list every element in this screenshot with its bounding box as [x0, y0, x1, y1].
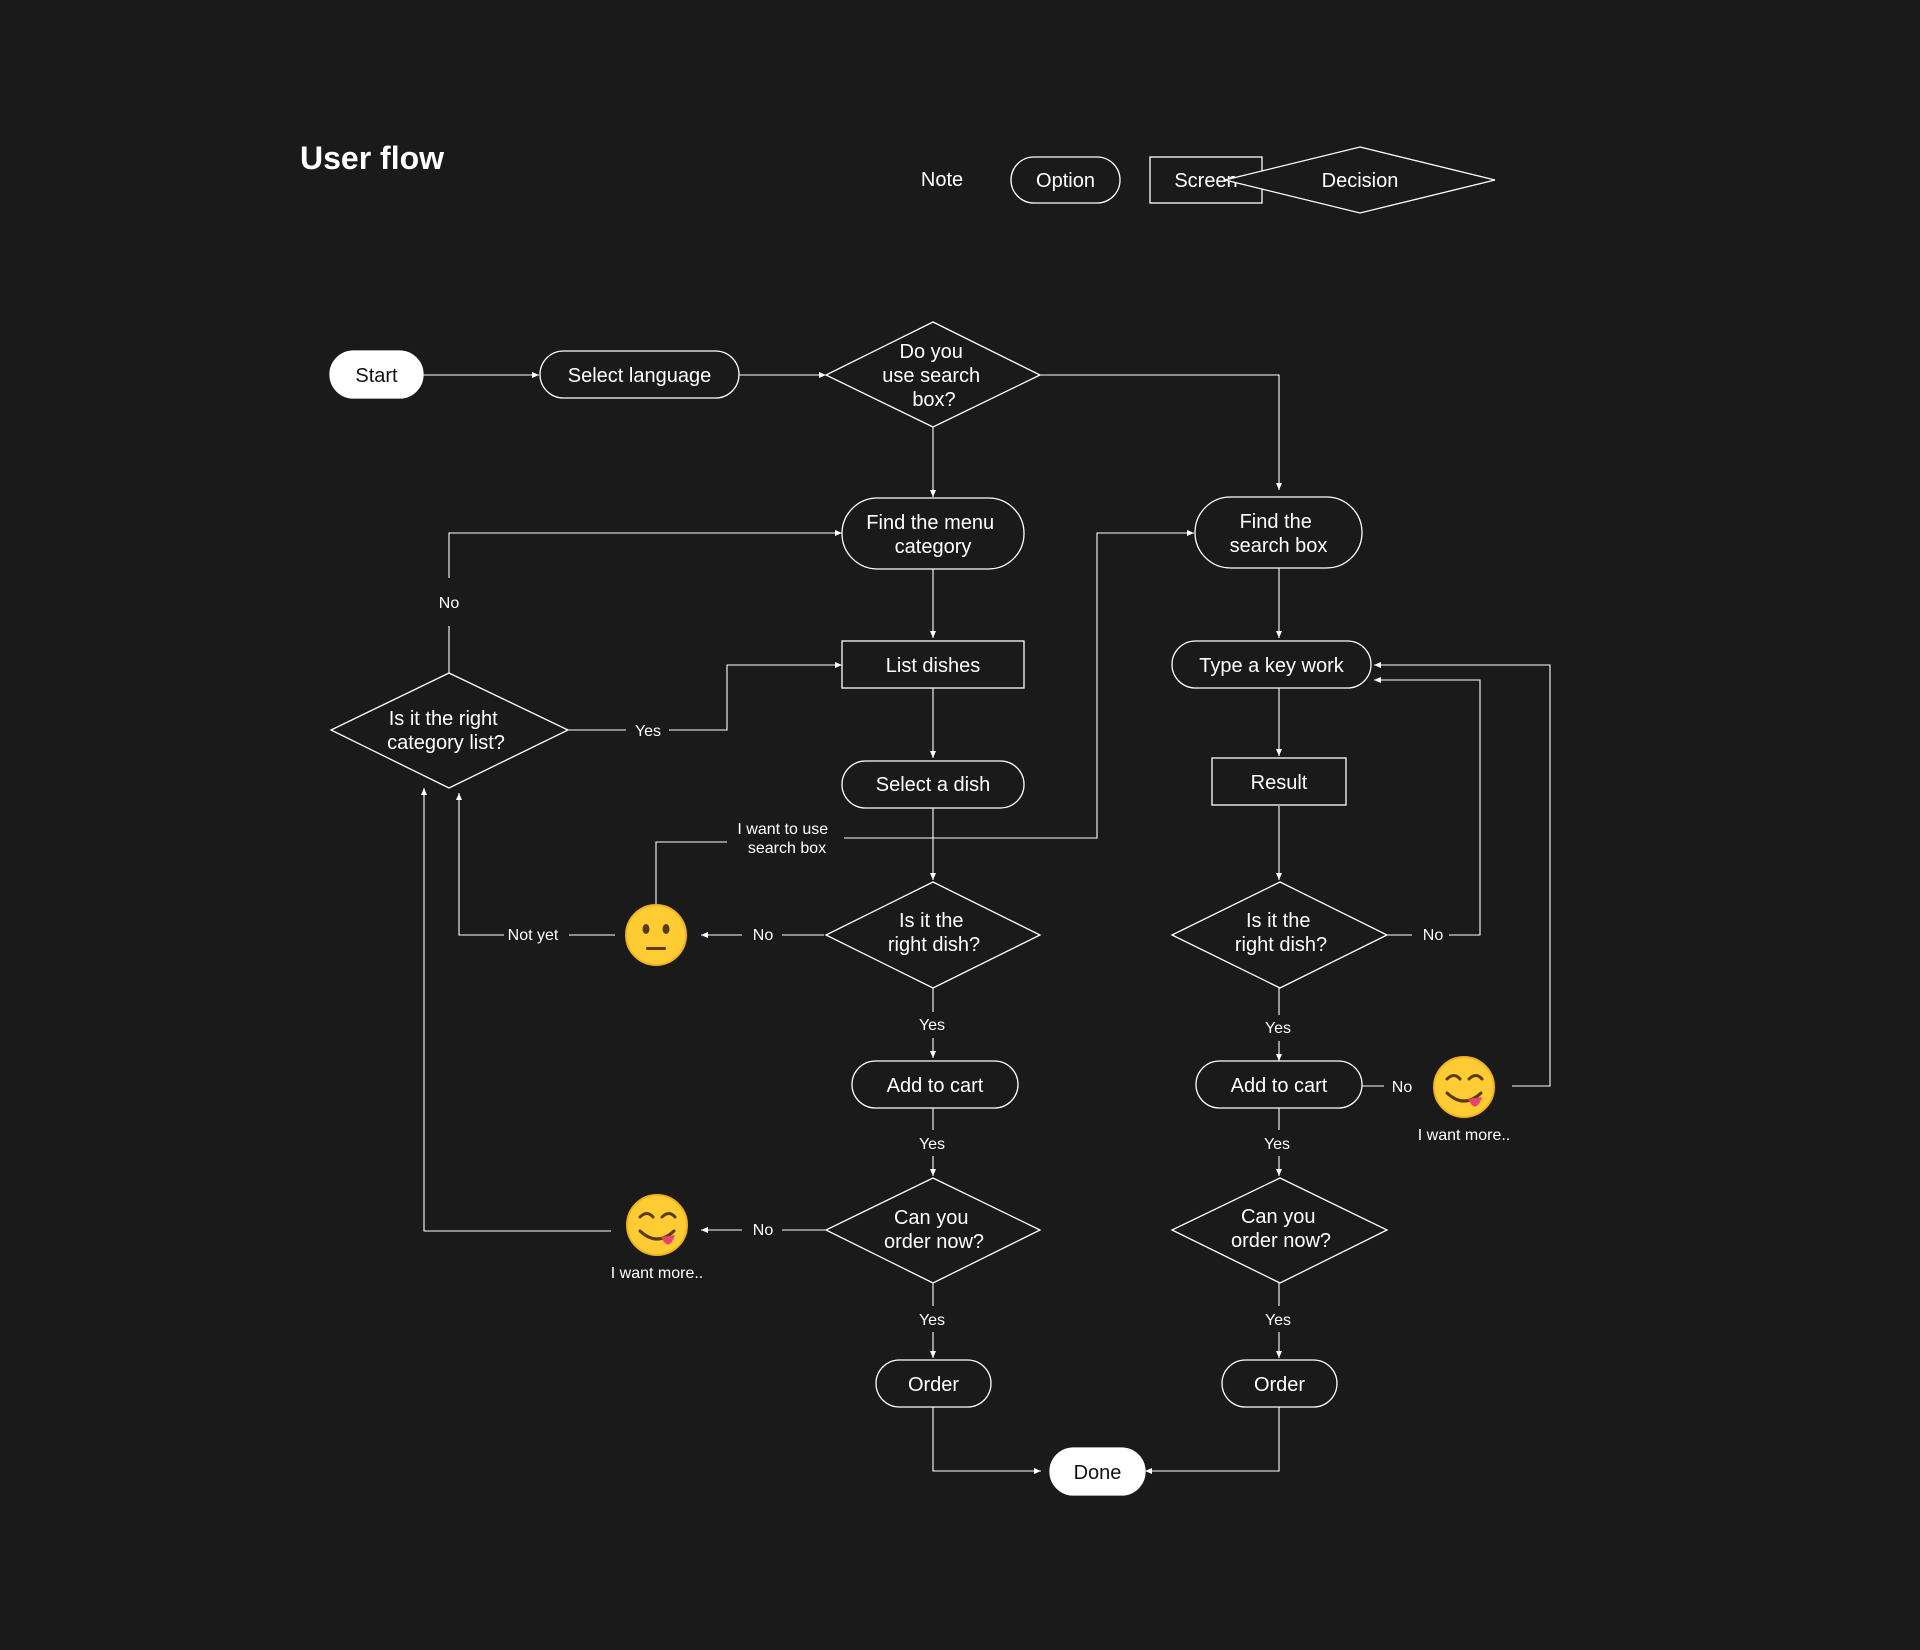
node-add-cart-right-label: Add to cart — [1231, 1075, 1328, 1097]
label-yes-cart-right: Yes — [1264, 1136, 1290, 1153]
neutral-face-icon — [625, 904, 687, 966]
node-right-dish-left-decision: Is it the right dish? — [824, 881, 1042, 989]
label-want-more-right: I want more.. — [1418, 1127, 1510, 1144]
node-add-cart-left-label: Add to cart — [887, 1075, 984, 1097]
svg-text:Find the menu category: Find the menu category — [866, 512, 999, 558]
node-type-keyword-label: Type a key work — [1199, 655, 1345, 677]
node-start: Start — [329, 350, 424, 399]
label-want-search-line2: search box — [748, 840, 826, 857]
svg-text:Can you order now?: Can you order now? — [884, 1207, 984, 1253]
edge-order-done — [932, 1407, 1041, 1474]
legend-option: Option — [1010, 156, 1121, 204]
node-list-dishes: List dishes — [841, 640, 1025, 689]
legend-decision: Decision — [1224, 146, 1496, 214]
node-add-cart-right: Add to cart — [1195, 1060, 1363, 1109]
decision-use-search-line3: box? — [912, 389, 955, 411]
legend: Note Option Screen Decision — [921, 146, 1496, 214]
label-no-cart-right: No — [1392, 1079, 1413, 1096]
node-find-search-line2: search box — [1230, 535, 1328, 557]
node-order-right-label: Order — [1254, 1374, 1305, 1396]
edge-yumleft-category — [421, 788, 611, 1232]
decision-order-left-line2: order now? — [884, 1231, 984, 1253]
decision-order-right-line1: Can you — [1241, 1206, 1316, 1228]
node-order-right: Order — [1221, 1359, 1338, 1408]
node-order-left-label: Order — [908, 1374, 959, 1396]
node-find-menu-category: Find the menu category — [841, 497, 1025, 570]
decision-use-search-line1: Do you — [900, 341, 963, 363]
face-savoring-food-icon — [1433, 1056, 1495, 1118]
edge-labels: No Yes I want to use search box No Not y… — [439, 595, 1510, 1329]
label-want-search-line1: I want to use — [737, 821, 828, 838]
edges — [421, 372, 1551, 1474]
edge-order-r-done — [1145, 1407, 1280, 1474]
svg-text:Can you order now?: Can you order now? — [1231, 1206, 1331, 1252]
node-right-category-decision: Is it the right category list? — [329, 672, 570, 789]
node-select-dish-label: Select a dish — [876, 774, 991, 796]
decision-dish-left-line1: Is it the — [899, 910, 963, 932]
edge-neutral-searchbox — [655, 841, 727, 905]
legend-option-label: Option — [1036, 170, 1095, 192]
decision-dish-right-line2: right dish? — [1235, 934, 1327, 956]
label-no-top: No — [439, 595, 460, 612]
label-no-dish-left: No — [753, 927, 774, 944]
node-done-label: Done — [1074, 1462, 1122, 1484]
legend-decision-label: Decision — [1322, 170, 1399, 192]
svg-text:Is it the right dish?: Is it the right dish? — [1235, 910, 1327, 956]
node-result-label: Result — [1251, 772, 1308, 794]
node-type-keyword: Type a key work — [1171, 640, 1372, 689]
edge-yes-listdishes — [669, 662, 842, 731]
label-want-more-left: I want more.. — [611, 1265, 703, 1282]
label-yes-dish-right: Yes — [1265, 1020, 1291, 1037]
label-yes-category: Yes — [635, 723, 661, 740]
node-find-menu-line2: category — [895, 536, 972, 558]
node-start-label: Start — [355, 365, 398, 387]
label-no-dish-right: No — [1423, 927, 1444, 944]
decision-dish-left-line2: right dish? — [888, 934, 980, 956]
node-done: Done — [1049, 1447, 1146, 1496]
decision-dish-right-line1: Is it the — [1246, 910, 1310, 932]
label-not-yet: Not yet — [508, 927, 559, 944]
node-find-search-line1: Find the — [1240, 511, 1312, 533]
edge-yumright-typekeyword — [1374, 662, 1551, 1087]
node-right-dish-right-decision: Is it the right dish? — [1170, 881, 1389, 989]
node-add-cart-left: Add to cart — [851, 1060, 1019, 1109]
node-order-now-right-decision: Can you order now? — [1170, 1177, 1389, 1284]
node-order-left: Order — [875, 1359, 992, 1408]
node-list-dishes-label: List dishes — [886, 655, 981, 677]
decision-category-line2: category list? — [387, 732, 505, 754]
decision-use-search-line2: use search — [882, 365, 980, 387]
node-find-search-box: Find the search box — [1194, 496, 1363, 569]
diagram-title: User flow — [300, 140, 445, 176]
edge-no-findmenu — [448, 530, 842, 578]
node-find-menu-line1: Find the menu — [866, 512, 994, 534]
decision-order-right-line2: order now? — [1231, 1230, 1331, 1252]
edge-notyet-category — [456, 793, 504, 936]
svg-text:Is it the right dish?: Is it the right dish? — [888, 910, 980, 956]
decision-order-left-line1: Can you — [894, 1207, 969, 1229]
node-select-language: Select language — [539, 350, 740, 399]
svg-text:Find the search box: Find the search box — [1230, 511, 1328, 557]
node-order-now-left-decision: Can you order now? — [824, 1177, 1042, 1284]
label-yes-order-right: Yes — [1265, 1312, 1291, 1329]
node-select-dish: Select a dish — [841, 760, 1025, 809]
legend-screen-label: Screen — [1174, 170, 1237, 192]
label-yes-order-left: Yes — [919, 1312, 945, 1329]
node-select-language-label: Select language — [568, 365, 711, 387]
face-savoring-food-icon — [626, 1194, 688, 1256]
svg-text:Is it the right catego: Is it the right category list? — [387, 708, 505, 754]
node-result: Result — [1211, 757, 1347, 806]
svg-text:I want to use search b: I want to use search box — [737, 821, 832, 857]
node-use-search-decision: Do you use search box? — [824, 321, 1042, 428]
decision-category-line1: Is it the right — [389, 708, 498, 730]
edge-no-typekeyword — [1374, 677, 1481, 936]
label-yes-dish-left: Yes — [919, 1017, 945, 1034]
label-no-order-left: No — [753, 1222, 774, 1239]
legend-note: Note — [921, 169, 963, 191]
edge-decision-findsearch — [1040, 374, 1282, 490]
svg-text:Do you use search: Do you use search box? — [882, 341, 985, 411]
label-yes-cart-left: Yes — [919, 1136, 945, 1153]
edge-searchbox-findsearch — [844, 530, 1194, 839]
